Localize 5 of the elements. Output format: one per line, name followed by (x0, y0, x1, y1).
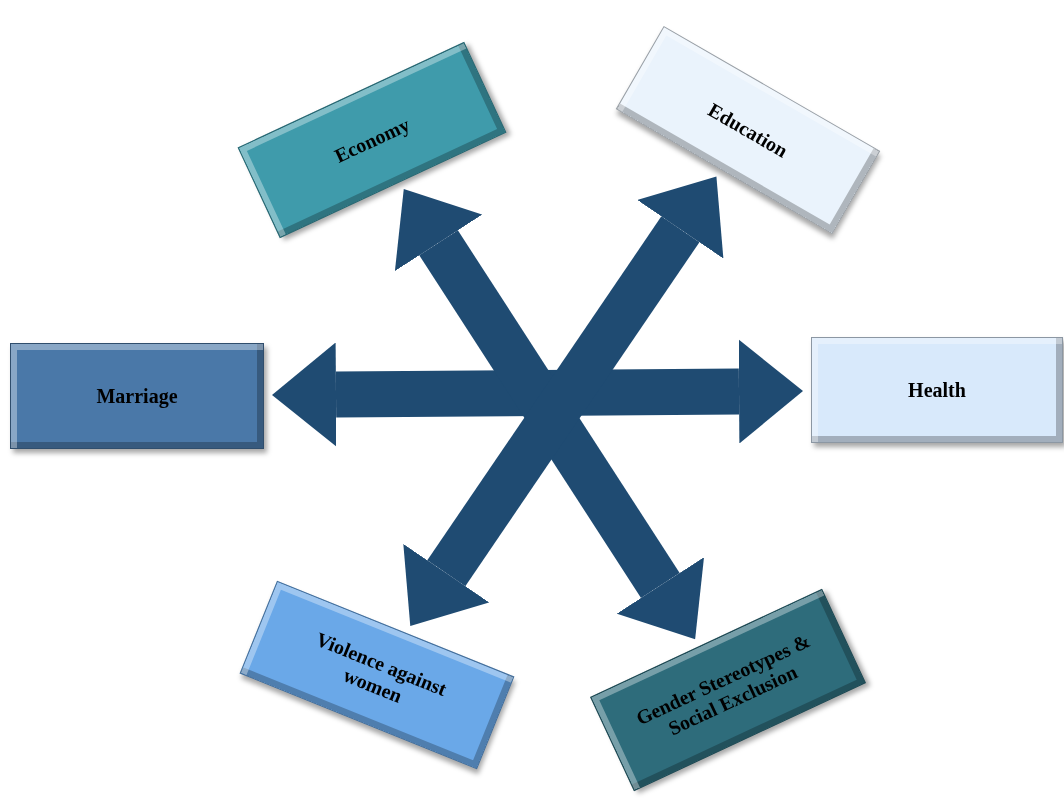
bevel-box (811, 337, 1063, 443)
box-label: Health (908, 378, 966, 402)
box-label: Marriage (96, 384, 178, 408)
bevel-box (10, 343, 264, 449)
double-arrow (272, 339, 803, 447)
